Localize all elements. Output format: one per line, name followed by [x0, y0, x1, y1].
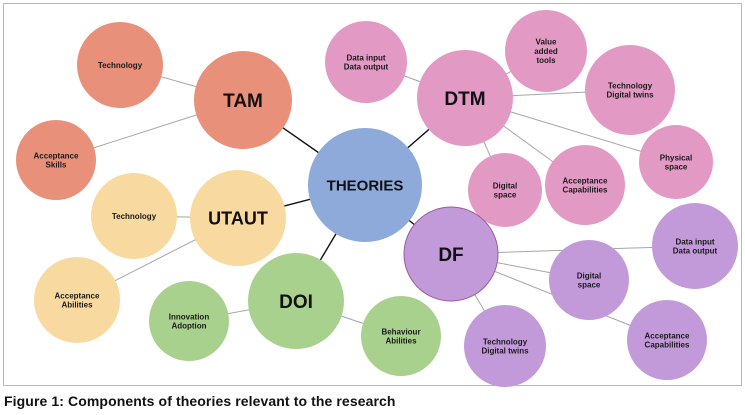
label-dtm: DTM	[444, 89, 485, 110]
circle-utaut-acc	[34, 257, 120, 343]
node-utaut-tech: Technology	[91, 173, 177, 259]
node-utaut: UTAUT	[190, 170, 286, 266]
node-tam: TAM	[194, 51, 292, 149]
circle-df-acc	[627, 300, 707, 380]
circle-df	[403, 206, 499, 302]
circle-dtm-phys	[639, 125, 713, 199]
circle-tam-tech	[77, 22, 163, 108]
circle-df-data	[652, 203, 738, 289]
node-theories: THEORIES	[308, 128, 422, 242]
circle-doi	[248, 253, 344, 349]
node-doi: DOI	[248, 253, 344, 349]
circle-utaut-tech	[91, 173, 177, 259]
label-utaut-tech: Technology	[112, 212, 157, 221]
circle-theories	[308, 128, 422, 242]
label-utaut: UTAUT	[208, 208, 268, 228]
circle-tam	[194, 51, 292, 149]
circle-dtm-tech	[585, 45, 675, 135]
label-theories: THEORIES	[327, 177, 404, 194]
circle-df-digital	[549, 240, 629, 320]
circle-utaut	[190, 170, 286, 266]
circle-dtm-value	[505, 10, 587, 92]
node-tam-tech: Technology	[77, 22, 163, 108]
label-tam-tech: Technology	[98, 61, 143, 70]
circle-dtm	[417, 50, 513, 146]
node-dtm: DTM	[417, 50, 513, 146]
node-df: DF	[403, 206, 499, 302]
label-tam: TAM	[223, 91, 263, 112]
circle-tam-acc	[16, 120, 96, 200]
circle-doi-inno	[149, 281, 229, 361]
figure-caption: Figure 1: Components of theories relevan…	[4, 393, 396, 409]
circle-df-tech	[464, 305, 546, 387]
circle-doi-beh	[361, 296, 441, 376]
label-df: DF	[438, 245, 463, 266]
label-doi: DOI	[279, 292, 313, 313]
circle-dtm-digital	[468, 153, 542, 227]
circle-dtm-acc	[545, 145, 625, 225]
circle-dtm-data	[325, 21, 407, 103]
